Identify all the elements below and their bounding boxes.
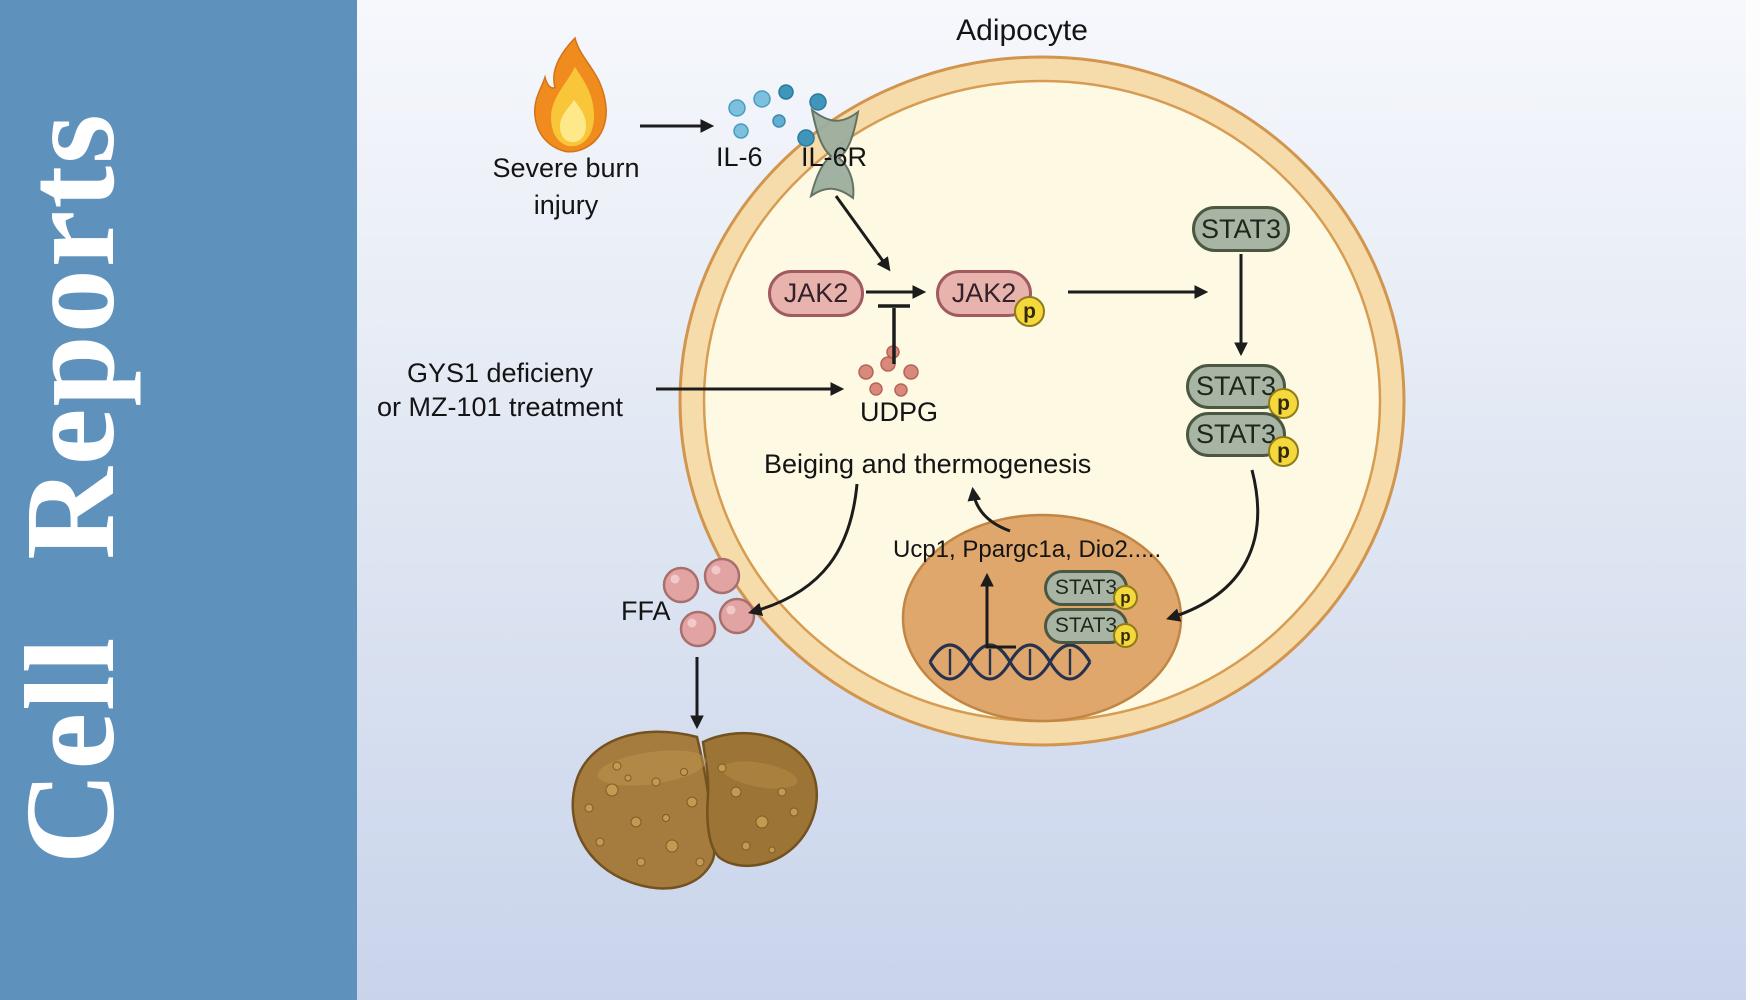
arrow-receptor-to-jak2 bbox=[834, 195, 891, 272]
cell-title: Adipocyte bbox=[956, 14, 1088, 47]
jak2-phospho-node: JAK2 p bbox=[936, 270, 1045, 327]
stat3-dimer-upper: STAT3 p bbox=[1186, 364, 1299, 419]
jak2-node-label: JAK2 bbox=[783, 278, 849, 308]
target-genes-label: Ucp1, Ppargc1a, Dio2..... bbox=[893, 536, 1162, 563]
burn-injury-line2: injury bbox=[533, 190, 599, 220]
stat3-nuclear-lower-label: STAT3 bbox=[1054, 614, 1118, 637]
treatment-line2: or MZ-101 treatment bbox=[376, 392, 624, 422]
stat3-dimer-lower: STAT3 p bbox=[1186, 412, 1299, 467]
jak2-node: JAK2 bbox=[768, 270, 864, 317]
udpg-molecule-dots bbox=[858, 345, 919, 397]
treatment-line1: GYS1 deficieny bbox=[406, 358, 594, 388]
treatment-label: GYS1 deficieny or MZ-101 treatment bbox=[362, 356, 638, 424]
burn-injury-label: Severe burn injury bbox=[436, 150, 696, 224]
il6-label: IL-6 bbox=[716, 142, 763, 172]
arrow-genes-to-beiging bbox=[967, 486, 1011, 533]
page-right-margin bbox=[1747, 0, 1760, 1000]
stat3-node-label: STAT3 bbox=[1200, 213, 1281, 244]
stat3-dimer-lower-label: STAT3 bbox=[1195, 419, 1276, 449]
phospho-badge: p bbox=[1113, 623, 1138, 648]
udpg-label: UDPG bbox=[859, 397, 938, 427]
liver-organ-icon bbox=[571, 730, 819, 890]
stat3-nuclear-upper-label: STAT3 bbox=[1054, 576, 1118, 599]
arrow-dna-to-genes bbox=[980, 572, 1016, 649]
journal-sidebar: Cell Reports bbox=[0, 0, 357, 1000]
flame-icon bbox=[533, 36, 607, 153]
dna-helix-icon bbox=[928, 643, 1092, 681]
arrow-beiging-to-ffa bbox=[748, 483, 859, 617]
beiging-label: Beiging and thermogenesis bbox=[764, 449, 1092, 479]
phospho-badge: p bbox=[1268, 436, 1299, 467]
t-bar-inhibition-symbol bbox=[878, 304, 910, 364]
phospho-badge: p bbox=[1113, 585, 1138, 610]
stat3-nuclear-upper: STAT3 p bbox=[1044, 570, 1138, 610]
jak2-phospho-label: JAK2 bbox=[951, 278, 1017, 308]
il6r-membrane-receptor-icon bbox=[809, 107, 860, 200]
stat3-dimer-upper-label: STAT3 bbox=[1195, 371, 1276, 401]
il6-ligand-dots bbox=[728, 84, 827, 147]
burn-injury-line1: Severe burn bbox=[492, 153, 640, 183]
stat3-nuclear-lower: STAT3 p bbox=[1044, 608, 1138, 648]
ffa-label: FFA bbox=[621, 596, 671, 626]
phospho-badge: p bbox=[1014, 296, 1045, 327]
arrows bbox=[640, 119, 1260, 730]
arrow-dimer-to-nucleus bbox=[1166, 469, 1260, 622]
ffa-lipid-droplets bbox=[662, 557, 756, 648]
stat3-node: STAT3 bbox=[1192, 206, 1290, 252]
journal-name: Cell Reports bbox=[0, 112, 141, 865]
il6r-label: IL-6R bbox=[801, 142, 868, 172]
